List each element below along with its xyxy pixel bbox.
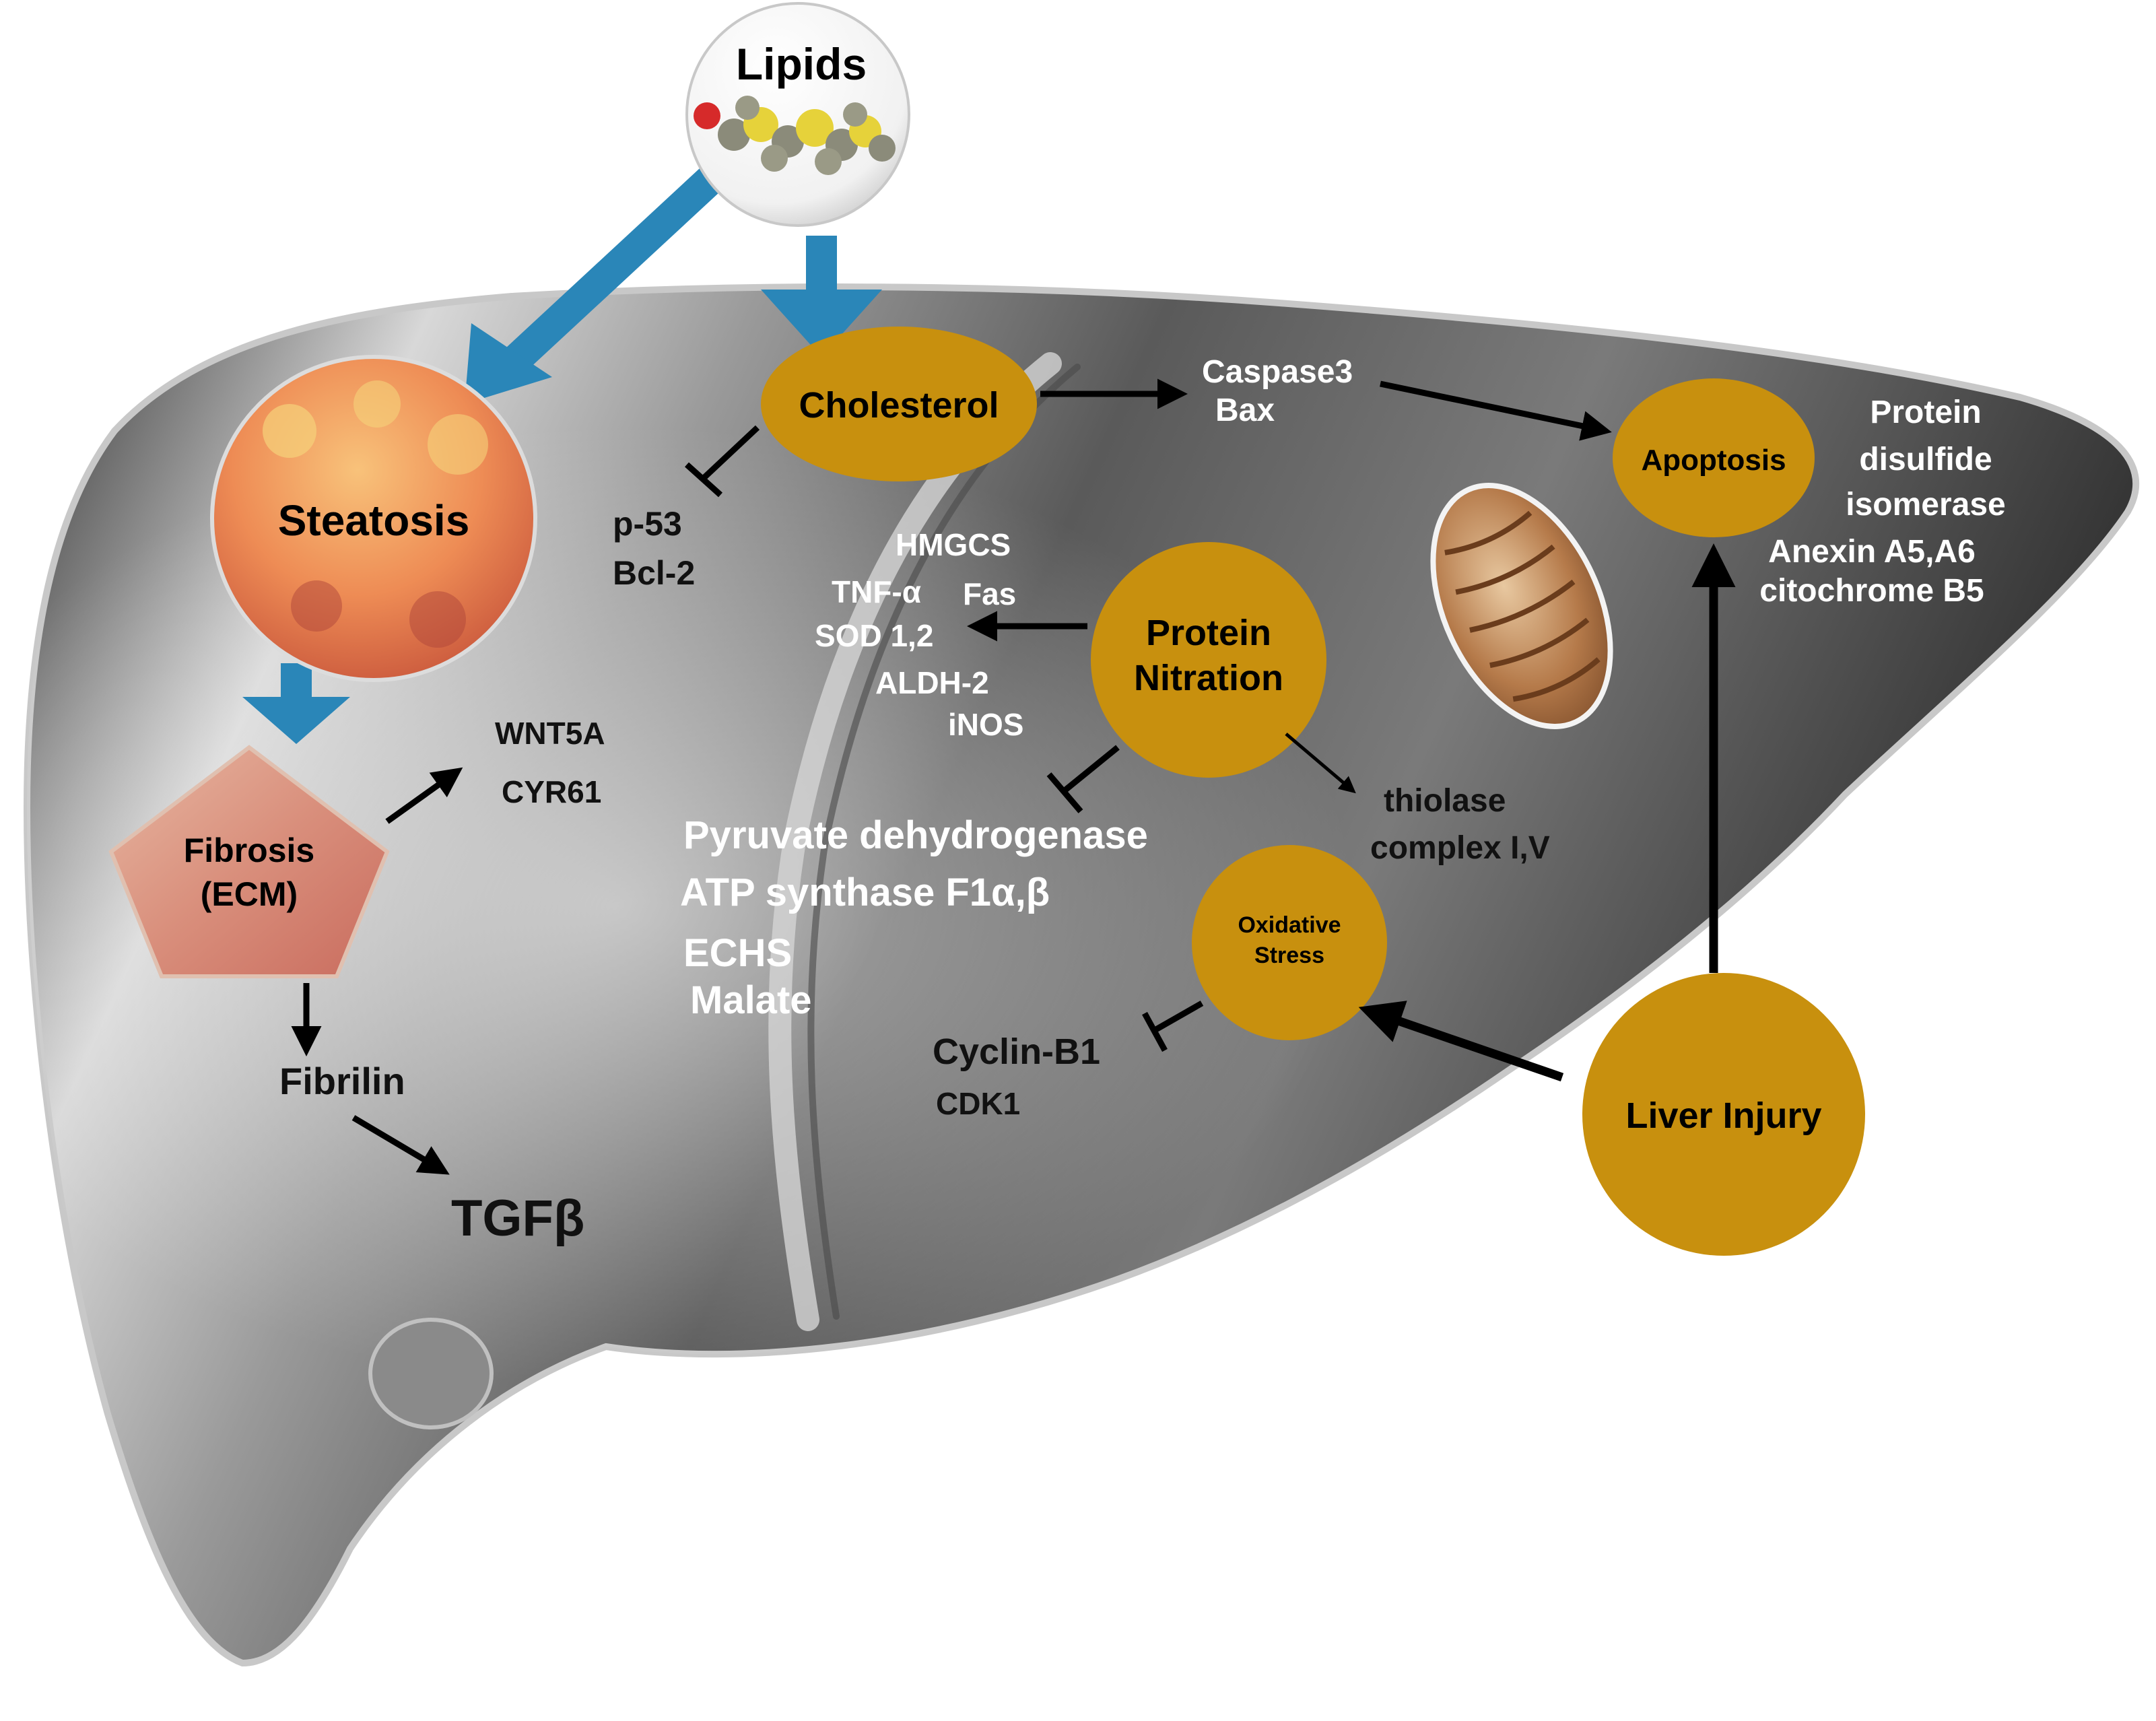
inhibition-arrows bbox=[684, 425, 1204, 1052]
fibrosis-node: Fibrosis (ECM) bbox=[108, 745, 390, 978]
echs-label: ECHS bbox=[683, 931, 792, 975]
bax-label: Bax bbox=[1215, 393, 1275, 428]
anexin-label: Anexin A5,A6 bbox=[1768, 534, 1976, 570]
protein-nitration-label-line2: Nitration bbox=[1134, 658, 1283, 698]
cholesterol-label: Cholesterol bbox=[799, 385, 999, 426]
cyr61-label: CYR61 bbox=[502, 774, 601, 809]
aldh2-label: ALDH-2 bbox=[875, 665, 989, 700]
citochrome-label: citochrome B5 bbox=[1759, 573, 1984, 609]
pathway-labels: Caspase3 Bax p-53 Bcl-2 WNT5A CYR61 Fibr… bbox=[279, 354, 2006, 1247]
cholesterol-node: Cholesterol bbox=[761, 327, 1037, 481]
steatosis-label: Steatosis bbox=[278, 496, 470, 545]
oxidative-stress-node: Oxidative Stress bbox=[1192, 845, 1387, 1040]
liver-ligament-shadow bbox=[807, 364, 1081, 1320]
p53-label: p-53 bbox=[613, 505, 682, 543]
cyclin-label: Cyclin-B1 bbox=[933, 1032, 1100, 1072]
pdi-label-line3: isomerase bbox=[1846, 487, 2006, 522]
liver-injury-label: Liver Injury bbox=[1625, 1095, 1821, 1136]
bcl2-label: Bcl-2 bbox=[613, 554, 695, 592]
wnt5a-label: WNT5A bbox=[495, 716, 605, 751]
pdi-label-line1: Protein bbox=[1870, 395, 1981, 430]
caspase3-label: Caspase3 bbox=[1202, 354, 1353, 390]
apoptosis-label: Apoptosis bbox=[1641, 444, 1786, 477]
inos-label: iNOS bbox=[948, 707, 1023, 742]
flow-arrows bbox=[242, 165, 882, 744]
lipids-node: Lipids bbox=[685, 2, 910, 227]
sod-label: SOD 1,2 bbox=[815, 618, 933, 653]
complex-label: complex I,V bbox=[1370, 830, 1550, 866]
liver-ligament bbox=[768, 352, 1062, 1331]
fas-label: Fas bbox=[963, 576, 1016, 611]
atp-label: ATP synthase F1α,β bbox=[680, 871, 1050, 914]
hmgcs-label: HMGCS bbox=[896, 527, 1011, 562]
tnfa-label: TNF-α bbox=[832, 574, 921, 609]
black-arrows bbox=[291, 378, 1736, 1175]
pyruvate-label: Pyruvate dehydrogenase bbox=[683, 813, 1148, 857]
lipid-molecule-icon bbox=[694, 96, 896, 175]
apoptosis-node: Apoptosis bbox=[1613, 378, 1815, 537]
pdi-label-line2: disulfide bbox=[1859, 442, 1992, 477]
thiolase-label: thiolase bbox=[1384, 783, 1506, 819]
mitochondrion-icon bbox=[1430, 483, 1613, 729]
oxidative-stress-label-line1: Oxidative bbox=[1238, 912, 1341, 938]
malate-label: Malate bbox=[690, 978, 812, 1022]
protein-nitration-node: Protein Nitration bbox=[1091, 542, 1326, 778]
lipids-label: Lipids bbox=[736, 39, 867, 89]
fibrosis-label-line1: Fibrosis bbox=[184, 832, 314, 869]
liver-gallbladder bbox=[368, 1318, 494, 1429]
protein-nitration-label-line1: Protein bbox=[1146, 613, 1271, 653]
steatosis-node: Steatosis bbox=[210, 355, 537, 682]
fibrosis-label-line2: (ECM) bbox=[201, 875, 298, 913]
tgfb-label: TGFβ bbox=[451, 1190, 584, 1247]
liver-injury-node: Liver Injury bbox=[1582, 973, 1865, 1256]
oxidative-stress-label-line2: Stress bbox=[1254, 943, 1324, 968]
fibrilin-label: Fibrilin bbox=[279, 1060, 405, 1102]
cdk1-label: CDK1 bbox=[936, 1086, 1020, 1121]
